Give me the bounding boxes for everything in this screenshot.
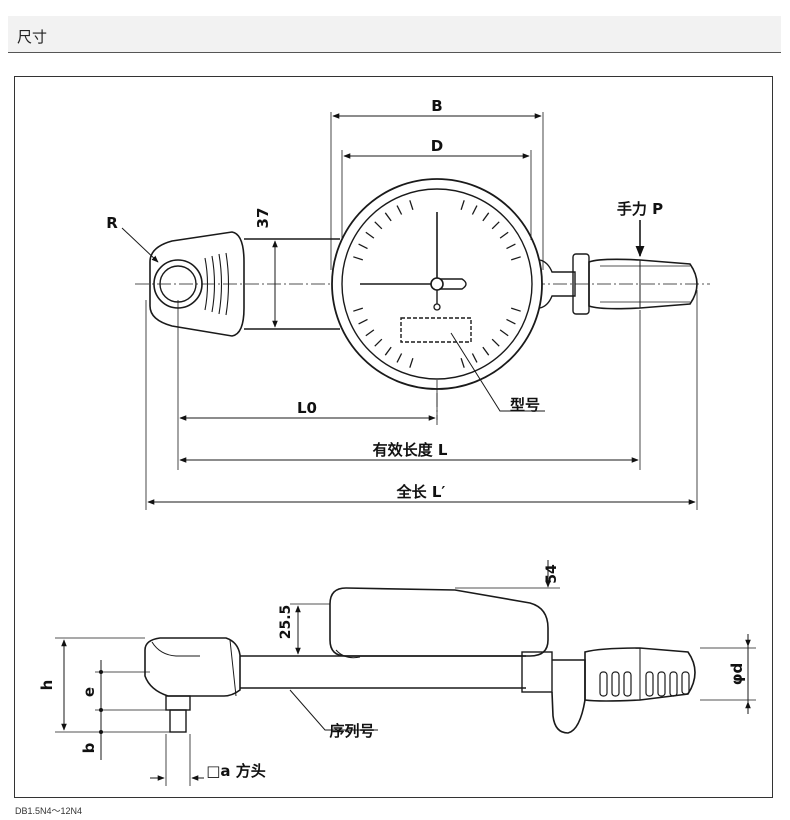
dial-tick xyxy=(374,338,383,347)
label-model: 型号 xyxy=(510,396,540,414)
dial-tick xyxy=(499,231,509,239)
dial-tick xyxy=(506,318,516,325)
side-collar xyxy=(521,651,553,693)
model-range-caption: DB1.5N4～12N4 xyxy=(15,806,83,816)
handle-grip xyxy=(588,258,698,310)
dial-tick xyxy=(358,318,368,325)
dial-face xyxy=(341,188,533,380)
dial-tick xyxy=(353,307,364,312)
needle-tail-dot xyxy=(433,303,441,311)
label-phi-d: φd xyxy=(728,663,746,685)
side-handle-ribs xyxy=(599,671,690,697)
dial-tick xyxy=(365,329,375,337)
leader-R xyxy=(121,227,159,263)
section-header: 尺寸 xyxy=(8,16,781,53)
dial-tick xyxy=(396,205,403,215)
label-serial: 序列号 xyxy=(329,722,374,740)
dial-tick xyxy=(491,338,500,347)
dial-tick xyxy=(460,357,465,368)
square-drive xyxy=(165,695,191,711)
dial-ticks xyxy=(353,200,521,368)
dial-tick xyxy=(482,212,490,222)
dial-tick xyxy=(482,346,490,356)
drawing-frame xyxy=(14,76,773,798)
label-25-5: 25.5 xyxy=(278,605,294,640)
ratchet-head xyxy=(149,231,245,337)
label-b: b xyxy=(80,742,98,753)
label-B: B xyxy=(431,97,442,115)
label-e: e xyxy=(80,687,98,697)
side-handle-grip xyxy=(584,647,696,702)
dial-tick xyxy=(409,200,414,211)
dial-tick xyxy=(374,221,383,230)
top-view xyxy=(121,112,710,510)
dial-tick xyxy=(384,212,392,222)
square-drive-tip xyxy=(169,709,187,733)
dial-tick xyxy=(510,256,521,261)
leader-serial xyxy=(289,689,378,731)
label-h: h xyxy=(38,680,56,691)
leader-model xyxy=(450,332,545,412)
model-plate xyxy=(400,317,472,343)
label-37: 37 xyxy=(254,208,272,229)
dial-tick xyxy=(460,200,465,211)
dial-tick xyxy=(409,357,414,368)
label-R: R xyxy=(106,214,118,232)
side-view-labels: 54 25.5 h e b φd 序列号 □a 方头 xyxy=(38,564,746,780)
label-L0: L0 xyxy=(297,399,317,417)
dial-tick xyxy=(510,307,521,312)
dial-tick xyxy=(506,243,516,250)
label-effective-length: 有效长度 L xyxy=(373,441,448,459)
side-handle-hook xyxy=(551,659,586,734)
top-view-labels: B D 37 R 手力 P 型号 L0 有效长度 L 全长 L′ xyxy=(106,97,663,501)
dial-bracket xyxy=(539,259,576,309)
dial-tick xyxy=(491,221,500,230)
ratchet-grip-ribs xyxy=(204,252,230,316)
dial-tick xyxy=(471,205,478,215)
needle-knob xyxy=(437,278,467,290)
label-overall-length: 全长 L′ xyxy=(396,483,446,501)
dial-tick xyxy=(365,231,375,239)
section-title: 尺寸 xyxy=(17,29,48,46)
side-view xyxy=(55,560,756,786)
label-54: 54 xyxy=(544,564,560,584)
label-hand-force: 手力 P xyxy=(617,200,663,218)
label-D: D xyxy=(431,137,443,155)
dial-tick xyxy=(499,329,509,337)
dial-tick xyxy=(471,353,478,363)
dial-tick xyxy=(396,353,403,363)
side-ratchet-head xyxy=(144,637,241,697)
side-dial-housing xyxy=(329,587,549,657)
needle-hub xyxy=(430,277,444,291)
dial-tick xyxy=(358,243,368,250)
label-square-drive: □a 方头 xyxy=(206,762,266,780)
dial-tick xyxy=(384,346,392,356)
dial-tick xyxy=(353,256,364,261)
